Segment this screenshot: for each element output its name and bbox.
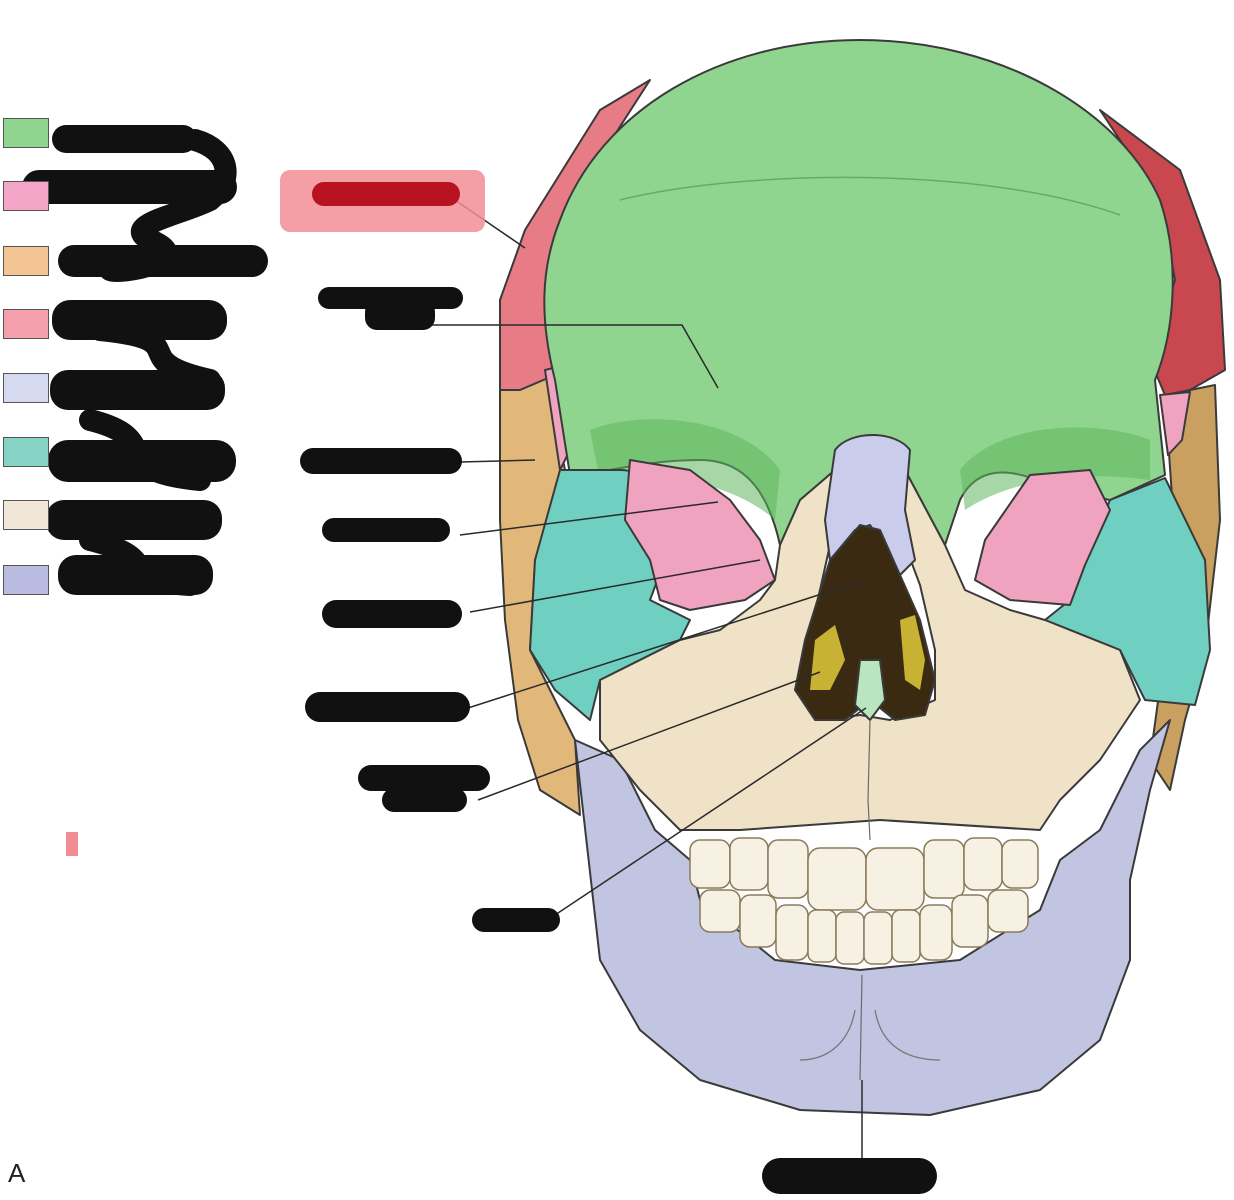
legend-swatch-mandible bbox=[3, 565, 49, 595]
lower-tooth bbox=[775, 904, 809, 961]
redacted-label bbox=[365, 300, 435, 330]
legend-swatch-zygomatic bbox=[3, 437, 49, 467]
midline-suture bbox=[859, 719, 871, 1081]
legend-swatch-nasal bbox=[3, 373, 49, 403]
lower-tooth bbox=[987, 889, 1029, 933]
lower-tooth bbox=[807, 909, 837, 963]
upper-tooth bbox=[807, 847, 867, 911]
leader-line-temporal bbox=[459, 459, 536, 463]
lower-tooth bbox=[891, 909, 921, 963]
leader-lines bbox=[432, 199, 867, 1160]
legend-swatch-frontal bbox=[3, 118, 49, 148]
lower-tooth bbox=[951, 894, 989, 948]
orbit-shadow-right bbox=[960, 427, 1150, 510]
leader-line-concha bbox=[477, 671, 821, 801]
redacted-labels bbox=[300, 287, 937, 1194]
redacted-legend-line bbox=[52, 125, 197, 153]
skull-illustration bbox=[499, 39, 1226, 1116]
redacted-label bbox=[382, 788, 467, 812]
leader-line-frontal-notch bbox=[432, 324, 719, 389]
panel-letter: A bbox=[8, 1158, 26, 1188]
lower-tooth bbox=[835, 911, 865, 965]
redacted-scribble bbox=[79, 129, 237, 596]
lower-tooth bbox=[699, 889, 741, 933]
teeth bbox=[689, 837, 1039, 965]
upper-tooth bbox=[963, 837, 1003, 891]
pink-marker bbox=[66, 832, 78, 856]
mandible bbox=[574, 719, 1171, 1116]
legend-swatch-parietal bbox=[3, 309, 49, 339]
frontal-ridge-line bbox=[619, 176, 1121, 216]
leader-line-ethmoid bbox=[467, 579, 866, 709]
upper-tooth bbox=[689, 839, 731, 889]
leader-line-vomer bbox=[554, 707, 867, 916]
redacted-label bbox=[358, 765, 490, 791]
redacted-label bbox=[762, 1158, 937, 1194]
upper-tooth bbox=[767, 839, 809, 899]
highlight-core bbox=[312, 182, 460, 206]
mental-ridge bbox=[799, 1009, 941, 1061]
redacted-legend-text bbox=[22, 125, 268, 596]
upper-tooth bbox=[729, 837, 769, 891]
leader-line-orbit bbox=[459, 501, 719, 536]
upper-tooth bbox=[923, 839, 965, 899]
lower-tooth bbox=[739, 894, 777, 948]
nasal-concha-left bbox=[810, 625, 845, 690]
sphenoid-orbit-left bbox=[624, 459, 776, 611]
redacted-label bbox=[472, 908, 560, 932]
redacted-label bbox=[305, 692, 470, 722]
upper-tooth bbox=[865, 847, 925, 911]
lower-tooth bbox=[919, 904, 953, 961]
sphenoid-wing-right bbox=[1159, 391, 1191, 456]
redacted-label bbox=[322, 600, 462, 628]
redacted-legend-line bbox=[46, 500, 222, 540]
highlighted-label bbox=[280, 170, 485, 232]
leader-line-sphenoid bbox=[469, 559, 761, 613]
nasal-concha-right bbox=[900, 615, 925, 690]
redacted-legend-line bbox=[22, 170, 237, 204]
legend-swatch-maxilla bbox=[3, 500, 49, 530]
redacted-label bbox=[322, 518, 450, 542]
upper-tooth bbox=[1001, 839, 1039, 889]
sphenoid-orbit-right bbox=[974, 469, 1111, 606]
legend-swatch-sphenoid bbox=[3, 181, 49, 211]
legend-swatch-temporal bbox=[3, 246, 49, 276]
lower-tooth bbox=[863, 911, 893, 965]
redacted-label bbox=[300, 448, 462, 474]
vomer bbox=[854, 659, 886, 721]
